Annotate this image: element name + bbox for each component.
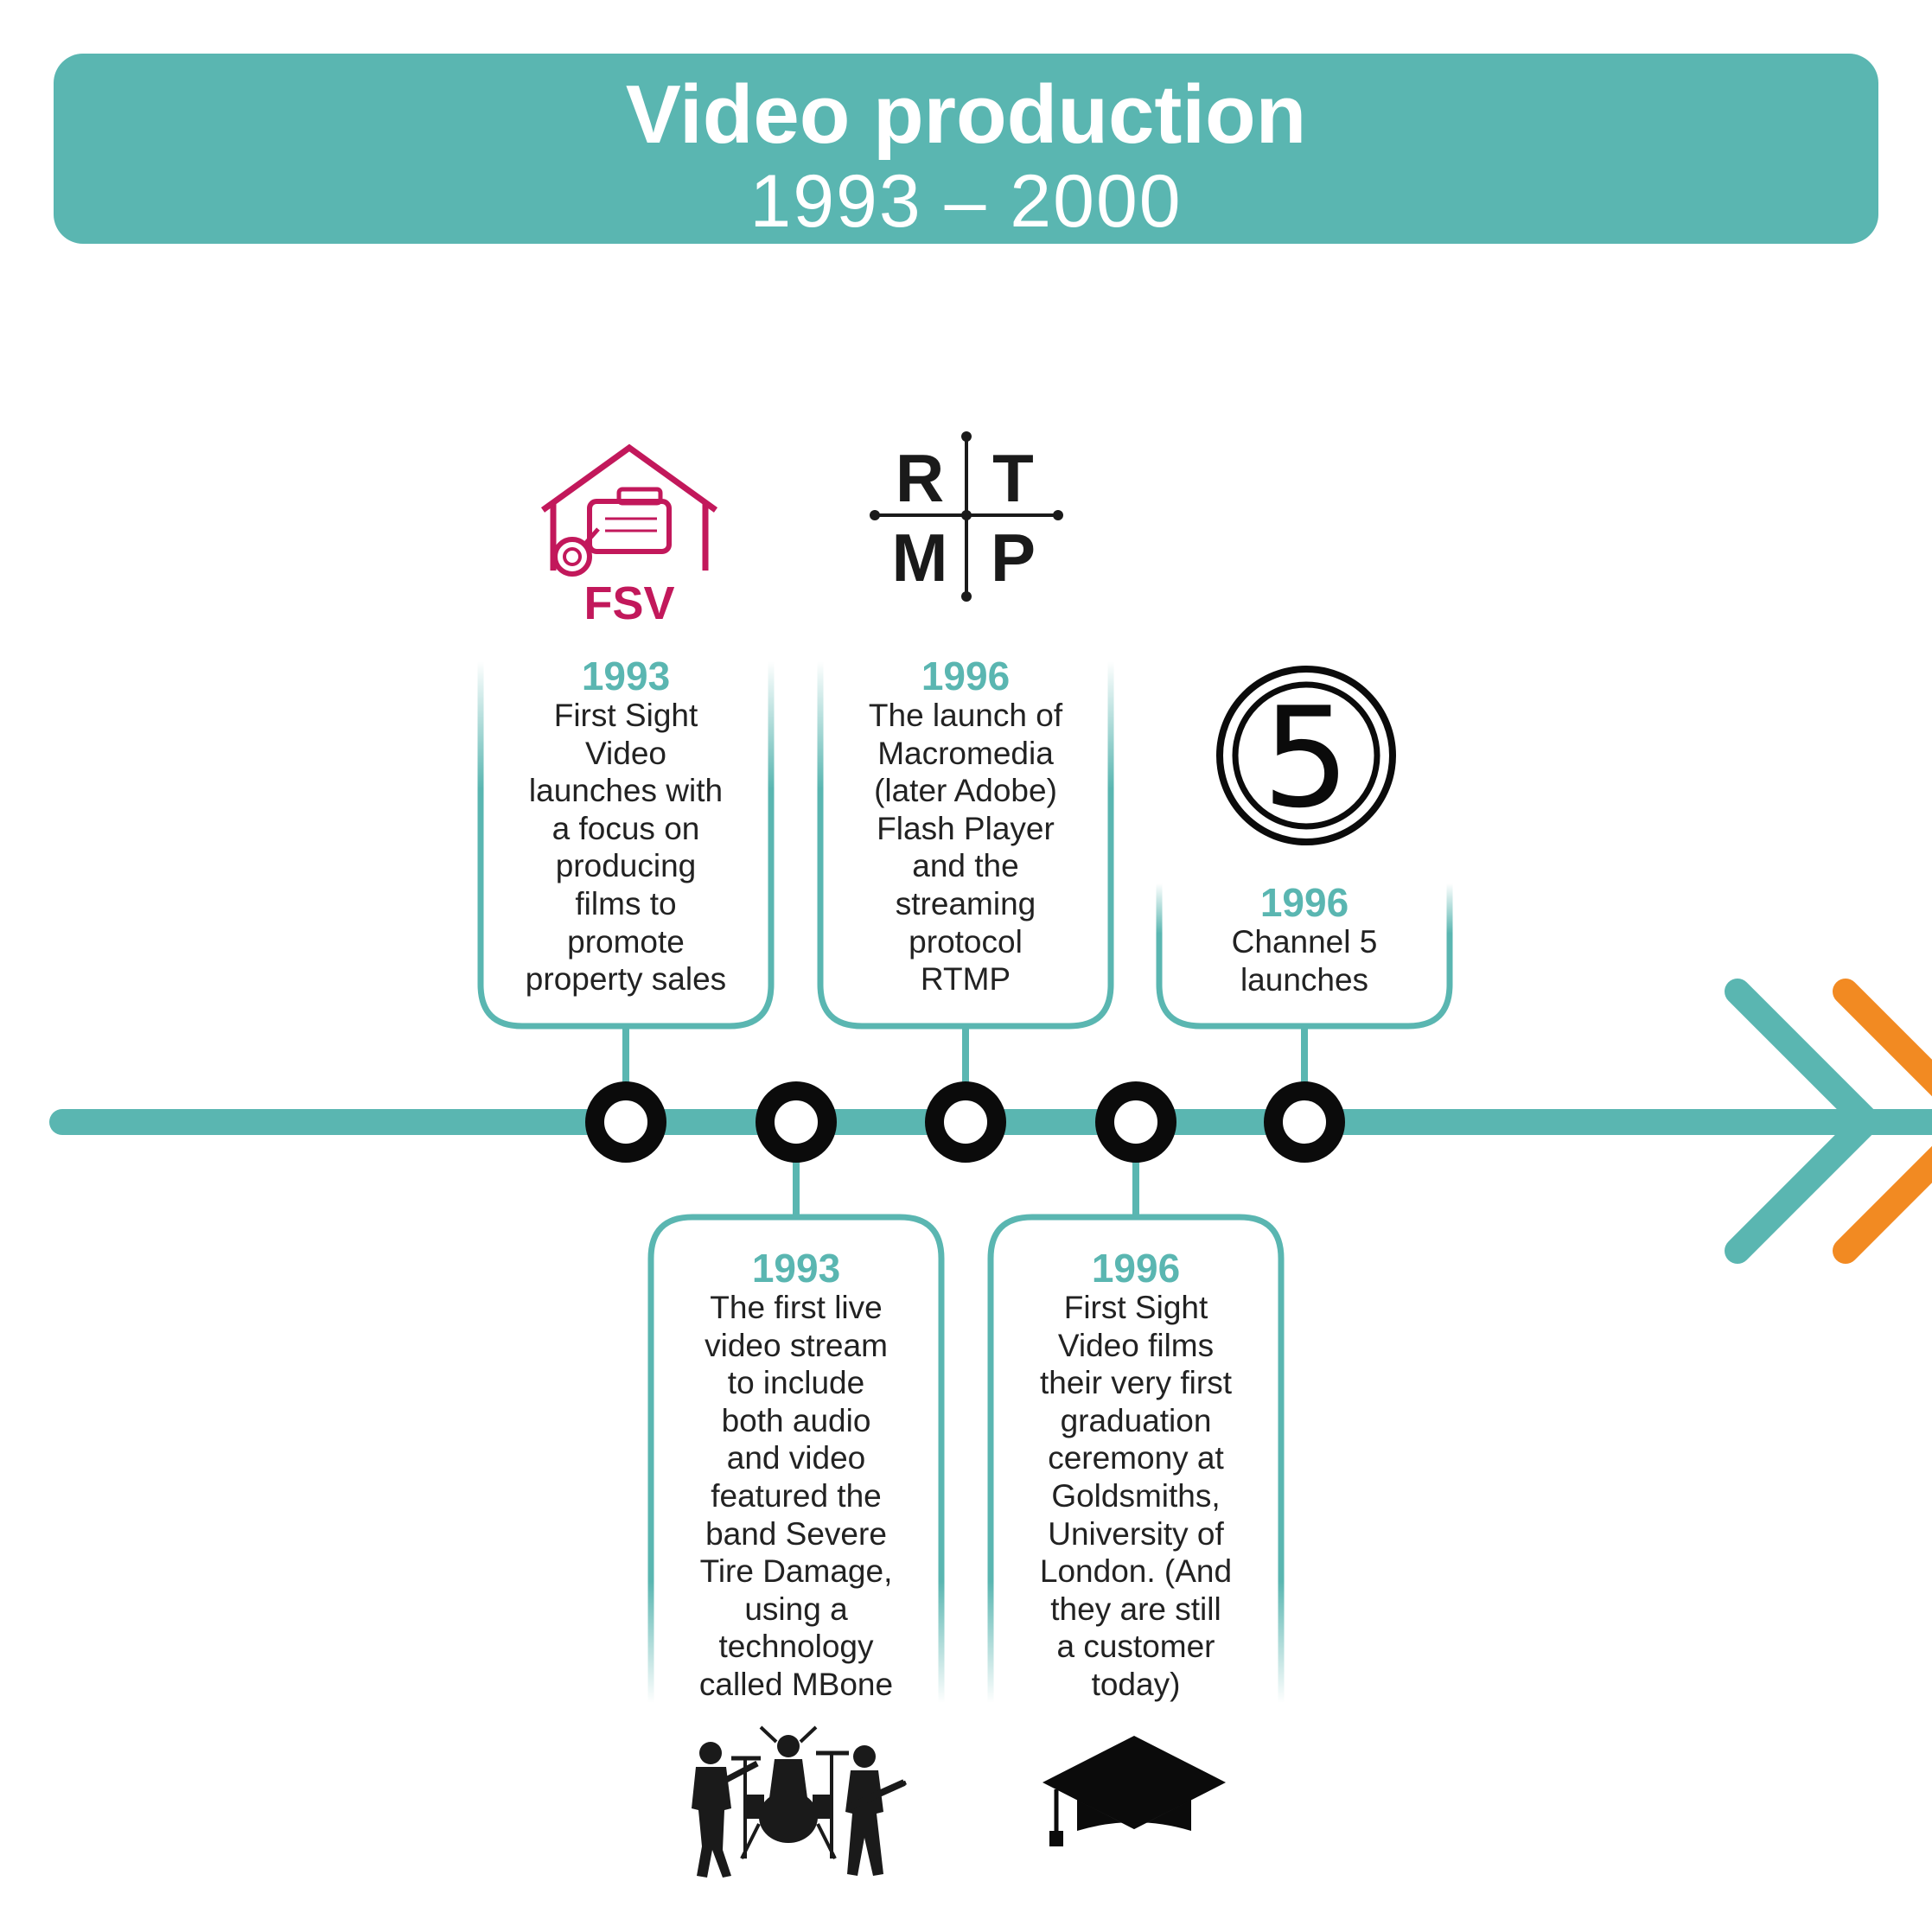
event-year: 1996 bbox=[1091, 1246, 1181, 1291]
milestone-dot bbox=[1095, 1081, 1176, 1163]
event-year: 1996 bbox=[1259, 880, 1349, 925]
svg-text:M: M bbox=[892, 520, 948, 596]
band-silhouette-icon bbox=[692, 1725, 907, 1878]
fsv-logo-icon: FSV bbox=[540, 443, 718, 629]
rtmp-logo-icon: R T M P bbox=[870, 431, 1063, 602]
orange-chevron-icon bbox=[1833, 979, 1932, 1264]
svg-text:R: R bbox=[896, 440, 944, 516]
page-subtitle: 1993 – 2000 bbox=[749, 160, 1183, 243]
svg-text:T: T bbox=[992, 440, 1034, 516]
header-banner: Video production 1993 – 2000 bbox=[54, 54, 1878, 244]
milestone-dot bbox=[925, 1081, 1006, 1163]
milestone-dot bbox=[1264, 1081, 1345, 1163]
event-year: 1993 bbox=[751, 1246, 841, 1291]
event-year: 1996 bbox=[921, 654, 1011, 698]
graduation-cap-icon bbox=[1043, 1736, 1226, 1846]
teal-chevron-icon bbox=[1725, 979, 1880, 1264]
channel5-logo-icon: 5 bbox=[1216, 666, 1396, 845]
page-title: Video production bbox=[625, 68, 1307, 161]
svg-text:P: P bbox=[991, 520, 1036, 596]
event-year: 1993 bbox=[581, 654, 671, 698]
svg-text:5: 5 bbox=[1262, 677, 1350, 838]
milestone-dot bbox=[756, 1081, 837, 1163]
milestone-dot bbox=[585, 1081, 666, 1163]
fsv-logo-text: FSV bbox=[583, 577, 674, 629]
